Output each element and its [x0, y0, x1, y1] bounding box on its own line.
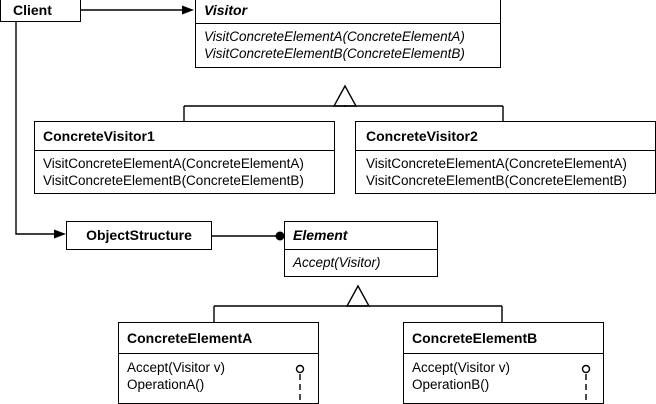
- concrete-visitor-2-operations: VisitConcreteElementA(ConcreteElementA) …: [356, 150, 655, 189]
- concrete-element-b-operation: Accept(Visitor v): [412, 360, 511, 375]
- visitor-operation: VisitConcreteElementA(ConcreteElementA): [204, 29, 465, 44]
- visitor-operation: VisitConcreteElementB(ConcreteElementB): [204, 46, 465, 61]
- client-visitor-arrowhead: [182, 5, 194, 15]
- concrete-element-a-operation: Accept(Visitor v): [127, 360, 226, 375]
- concrete-element-b-class: ConcreteElementB Accept(Visitor v) Opera…: [403, 322, 604, 404]
- element-class: Element Accept(Visitor): [284, 221, 438, 277]
- concrete-visitor-2-name: ConcreteVisitor2: [366, 128, 478, 144]
- concrete-element-a-name: ConcreteElementA: [127, 330, 253, 346]
- object-structure-name: ObjectStructure: [86, 227, 192, 243]
- concrete-element-a-operation: OperationA(): [127, 377, 205, 392]
- concrete-visitor-2-operation: VisitConcreteElementA(ConcreteElementA): [366, 156, 627, 171]
- concrete-element-a-operations: Accept(Visitor v) OperationA(): [119, 353, 318, 393]
- object-structure-class: ObjectStructure: [66, 221, 212, 250]
- visitor-operations: VisitConcreteElementA(ConcreteElementA) …: [196, 23, 500, 62]
- client-objectstructure-arrowhead: [54, 229, 66, 239]
- element-name: Element: [293, 227, 348, 243]
- element-inheritance-triangle: [345, 284, 371, 307]
- visitor-name: Visitor: [204, 2, 248, 18]
- client-name: Client: [13, 2, 52, 18]
- element-operation: Accept(Visitor): [293, 255, 381, 270]
- concrete-visitor-1-operations: VisitConcreteElementA(ConcreteElementA) …: [35, 150, 334, 189]
- concrete-visitor-1-class: ConcreteVisitor1 VisitConcreteElementA(C…: [34, 121, 335, 194]
- concrete-visitor-1-operation: VisitConcreteElementA(ConcreteElementA): [43, 156, 304, 171]
- visitor-class: Visitor VisitConcreteElementA(ConcreteEl…: [195, 0, 501, 68]
- concrete-element-a-class: ConcreteElementA Accept(Visitor v) Opera…: [118, 322, 319, 404]
- concrete-element-b-operation: OperationB(): [412, 377, 490, 392]
- concrete-element-b-name: ConcreteElementB: [412, 330, 538, 346]
- client-class: Client: [0, 0, 81, 22]
- visitor-inheritance-triangle: [332, 84, 358, 107]
- concrete-visitor-1-operation: VisitConcreteElementB(ConcreteElementB): [43, 173, 304, 188]
- concrete-visitor-2-class: ConcreteVisitor2 VisitConcreteElementA(C…: [355, 121, 656, 194]
- element-operations: Accept(Visitor): [285, 249, 437, 271]
- concrete-visitor-1-name: ConcreteVisitor1: [43, 128, 155, 144]
- client-objectstructure-association: [15, 20, 58, 235]
- concrete-element-b-operations: Accept(Visitor v) OperationB(): [404, 353, 603, 393]
- aggregation-dot: [275, 231, 285, 241]
- concrete-visitor-2-operation: VisitConcreteElementB(ConcreteElementB): [366, 173, 627, 188]
